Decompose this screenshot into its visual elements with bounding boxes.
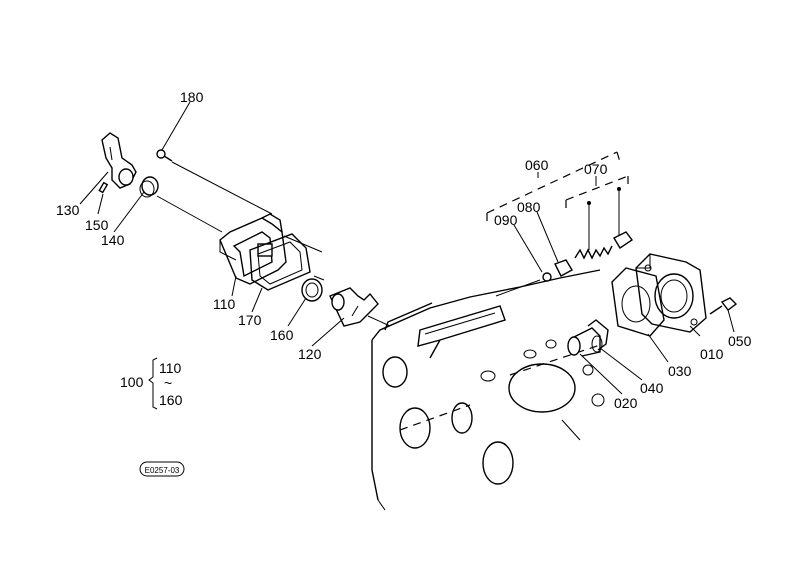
label-090: 090 <box>494 212 518 228</box>
leader-lines <box>79 101 735 395</box>
label-060: 060 <box>525 157 549 173</box>
nut-080 <box>554 259 573 277</box>
pin-150 <box>98 181 109 194</box>
center-line-housing <box>283 235 323 253</box>
assembly-group-note: 100 110 ~ 160 <box>120 357 183 410</box>
label-070: 070 <box>584 161 608 177</box>
label-010: 010 <box>700 346 724 362</box>
housing-110 <box>219 213 287 285</box>
screw-180 <box>156 149 173 162</box>
center-line-090 <box>495 279 541 297</box>
label-150: 150 <box>85 217 109 233</box>
gasket-030 <box>611 267 665 337</box>
label-030: 030 <box>668 363 692 379</box>
group-range-sep: ~ <box>164 375 172 391</box>
label-050: 050 <box>728 333 752 349</box>
label-130: 130 <box>56 202 80 218</box>
group-number: 100 <box>120 374 144 390</box>
group-range-start: 110 <box>159 360 182 376</box>
drawing-code: E0257-03 <box>145 466 180 475</box>
bushing-140 <box>139 176 159 198</box>
gasket-170 <box>249 233 311 291</box>
dashed-group-070 <box>565 175 629 212</box>
group-range-end: 160 <box>159 392 183 408</box>
spring-070 <box>574 187 634 260</box>
label-180: 180 <box>180 89 204 105</box>
arm-lever <box>101 132 137 189</box>
dashed-group-060 <box>486 151 621 226</box>
collar-160 <box>301 275 325 302</box>
bracket-040 <box>587 319 609 351</box>
pipe-020 <box>567 327 603 357</box>
label-140: 140 <box>101 232 125 248</box>
label-110: 110 <box>213 296 236 312</box>
engine-block <box>371 269 605 511</box>
bolt-050 <box>709 297 738 315</box>
label-080: 080 <box>517 199 541 215</box>
label-040: 040 <box>640 380 664 396</box>
center-line-180 <box>171 161 273 215</box>
label-160: 160 <box>270 327 294 343</box>
label-020: 020 <box>614 395 638 411</box>
label-170: 170 <box>238 312 262 328</box>
cover-010 <box>635 253 707 333</box>
center-line-140 <box>156 195 223 233</box>
drawing-code-badge: E0257-03 <box>139 461 185 477</box>
center-line-shaft <box>367 315 391 327</box>
label-120: 120 <box>298 346 322 362</box>
part-labels: 180 130 150 140 110 170 160 120 060 070 … <box>56 89 752 411</box>
ball-090 <box>542 272 552 282</box>
group-bracket <box>148 357 158 410</box>
shaft-120 <box>329 287 379 327</box>
